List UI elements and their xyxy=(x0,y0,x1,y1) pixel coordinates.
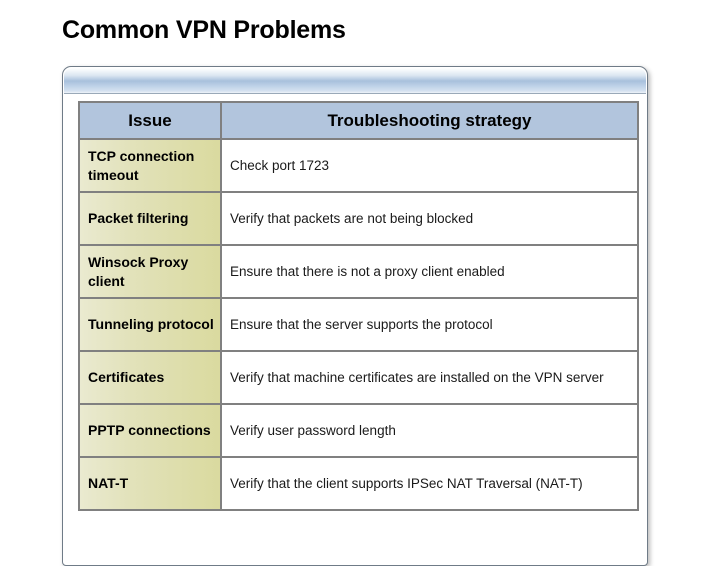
table-row: NAT-T Verify that the client supports IP… xyxy=(78,456,639,511)
table-row: Winsock Proxy client Ensure that there i… xyxy=(78,244,639,299)
panel-titlebar xyxy=(64,68,646,94)
table-row: Tunneling protocol Ensure that the serve… xyxy=(78,297,639,352)
cell-strategy: Check port 1723 xyxy=(220,138,639,193)
cell-strategy: Ensure that the server supports the prot… xyxy=(220,297,639,352)
table-row: Certificates Verify that machine certifi… xyxy=(78,350,639,405)
table-row: TCP connection timeout Check port 1723 xyxy=(78,138,639,193)
cell-issue: Certificates xyxy=(78,350,222,405)
table-header-row: Issue Troubleshooting strategy xyxy=(78,101,639,140)
table-row: Packet filtering Verify that packets are… xyxy=(78,191,639,246)
cell-strategy: Verify that the client supports IPSec NA… xyxy=(220,456,639,511)
table-row: PPTP connections Verify user password le… xyxy=(78,403,639,458)
cell-strategy: Ensure that there is not a proxy client … xyxy=(220,244,639,299)
cell-strategy: Verify user password length xyxy=(220,403,639,458)
cell-issue: Tunneling protocol xyxy=(78,297,222,352)
cell-strategy: Verify that machine certificates are ins… xyxy=(220,350,639,405)
vpn-problems-table: Issue Troubleshooting strategy TCP conne… xyxy=(78,101,639,511)
cell-issue: Packet filtering xyxy=(78,191,222,246)
cell-issue: Winsock Proxy client xyxy=(78,244,222,299)
table-body: TCP connection timeout Check port 1723 P… xyxy=(78,138,639,511)
page-title: Common VPN Problems xyxy=(62,16,346,44)
column-header-strategy: Troubleshooting strategy xyxy=(220,101,639,140)
cell-issue: PPTP connections xyxy=(78,403,222,458)
column-header-issue: Issue xyxy=(78,101,222,140)
cell-issue: TCP connection timeout xyxy=(78,138,222,193)
cell-issue: NAT-T xyxy=(78,456,222,511)
cell-strategy: Verify that packets are not being blocke… xyxy=(220,191,639,246)
